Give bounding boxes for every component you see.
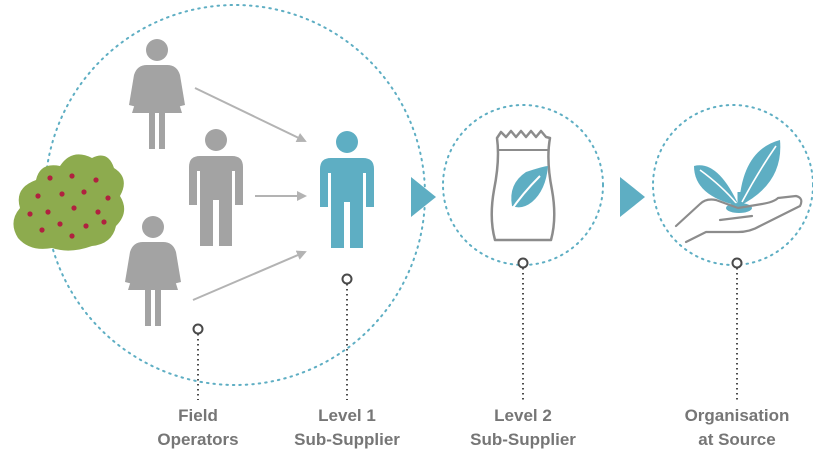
level1-person-icon: [320, 131, 374, 248]
flow-arrow: [194, 87, 307, 143]
source-label: Organisation at Source: [662, 404, 812, 452]
field-operators-label-line2: Operators: [157, 430, 239, 449]
level2-label-line1: Level 2: [494, 406, 552, 425]
field-operators-label: Field Operators: [138, 404, 258, 452]
level1-label-line1: Level 1: [318, 406, 376, 425]
source-label-line1: Organisation: [684, 406, 790, 425]
triangle-arrow-icon: [411, 177, 436, 217]
triangle-arrow-icon: [620, 177, 645, 217]
berry-bush-icon: [13, 154, 125, 251]
leaf-sack-icon: [490, 129, 556, 242]
female-person-icon: [125, 216, 181, 326]
source-circle: [652, 104, 813, 266]
source-leader: [731, 257, 743, 400]
level1-leader: [341, 273, 353, 400]
level1-label-line2: Sub-Supplier: [294, 430, 400, 449]
female-person-icon: [129, 39, 185, 149]
level1-label: Level 1 Sub-Supplier: [272, 404, 422, 452]
level2-leader: [517, 257, 529, 400]
hand-with-sprout-icon: [674, 140, 803, 244]
level2-label-line2: Sub-Supplier: [470, 430, 576, 449]
source-label-line2: at Source: [698, 430, 776, 449]
field-operators-label-line1: Field: [178, 406, 218, 425]
field-operators-leader: [192, 323, 204, 400]
level2-label: Level 2 Sub-Supplier: [448, 404, 598, 452]
male-person-icon: [189, 129, 243, 246]
flow-arrow: [192, 250, 307, 301]
